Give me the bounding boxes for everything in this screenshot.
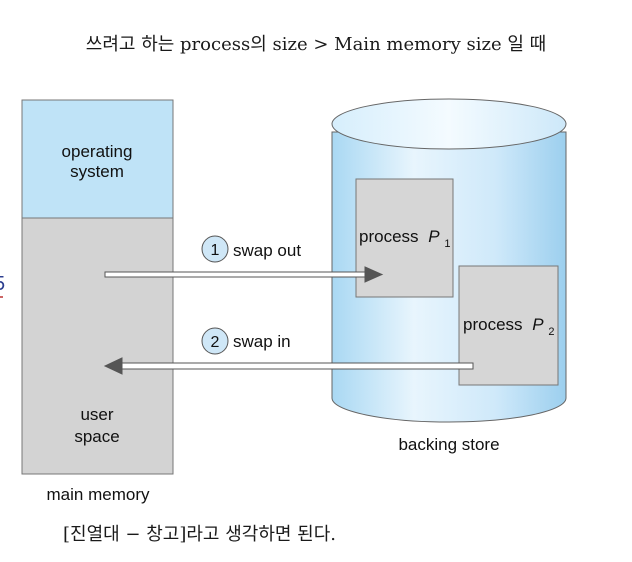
process-p1-var: P xyxy=(428,227,440,246)
main-memory-caption: main memory xyxy=(47,485,150,504)
swap-out-number: 1 xyxy=(211,242,220,259)
main-memory: operating system user space main memory xyxy=(21,99,174,504)
process-p2-var: P xyxy=(532,315,544,334)
swap-out-arrowhead xyxy=(364,266,384,283)
os-region xyxy=(21,99,174,219)
process-p2-word: process xyxy=(463,315,523,334)
swap-in-label: swap in xyxy=(233,332,291,351)
swap-out-shaft xyxy=(104,271,366,278)
process-p2-label: process P 2 xyxy=(463,315,554,338)
swap-out-arrow: 1 swap out xyxy=(104,235,384,283)
header-text: 쓰려고 하는 process의 size > Main memory size … xyxy=(85,34,547,55)
process-p1-word: process xyxy=(359,227,419,246)
process-p1-label: process P 1 xyxy=(359,227,450,250)
footer-text: [진열대 − 창고]라고 생각하면 된다. xyxy=(63,524,337,545)
swap-out-number-circle xyxy=(201,235,229,263)
user-space-label-line2: space xyxy=(74,427,119,446)
process-p2-sub: 2 xyxy=(548,326,554,338)
user-space-region xyxy=(21,217,174,475)
swap-in-number: 2 xyxy=(211,334,220,351)
swap-in-arrowhead xyxy=(103,357,123,375)
os-label-line2: system xyxy=(70,162,124,181)
swap-out-label: swap out xyxy=(233,241,301,260)
user-space-label-line1: user xyxy=(80,405,113,424)
cylinder-top xyxy=(331,98,567,150)
process-p2-box xyxy=(458,265,559,386)
process-p1-sub: 1 xyxy=(444,238,450,250)
backing-store-caption: backing store xyxy=(398,435,499,454)
backing-store: process P 1 process P 2 backing store xyxy=(331,98,567,454)
edge-mark: 5 xyxy=(0,273,5,295)
os-label-line1: operating xyxy=(62,142,133,161)
swap-in-shaft xyxy=(121,362,474,370)
swap-in-number-circle xyxy=(201,327,229,355)
swap-in-arrow: 2 swap in xyxy=(103,327,474,375)
